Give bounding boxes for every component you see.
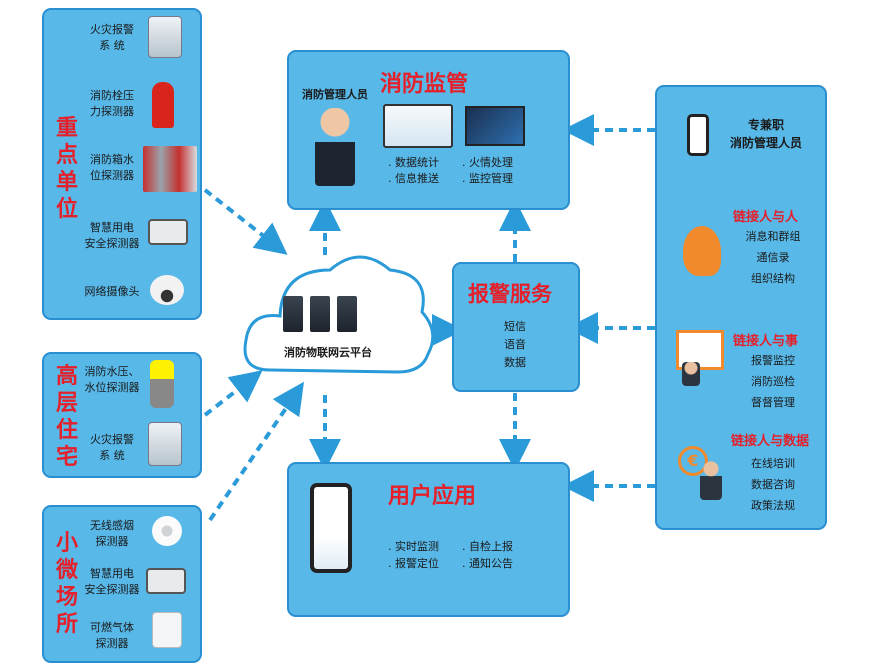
alarm-item: 数据 (504, 356, 526, 369)
device-label: 网络摄像头 (84, 285, 140, 298)
section-item: 组织结构 (751, 272, 795, 285)
arrow-group3-to-cloud (208, 381, 304, 522)
section-item: 在线培训 (751, 457, 795, 470)
user-app-feature: . 实时监测 (388, 540, 439, 553)
section-item: 政策法规 (751, 499, 795, 512)
businessman-icon (700, 460, 722, 500)
group-small-venues-title: 小微场所 (55, 531, 78, 637)
supervision-feature: . 火情处理 (462, 156, 513, 169)
gas-detector-icon (152, 612, 182, 648)
manager-label: 消防管理人员 (302, 88, 368, 101)
user-app-title: 用户应用 (388, 484, 477, 509)
section-title: 链接人与事 (733, 334, 799, 349)
arrow-group1-to-cloud (203, 188, 288, 255)
devices-screen-icon (383, 104, 453, 148)
user-app-feature: . 通知公告 (462, 557, 513, 570)
presenter-icon (682, 362, 700, 386)
supervision-feature: . 数据统计 (388, 156, 439, 169)
manager-avatar-icon (315, 108, 355, 186)
alarm-item: 语音 (504, 338, 526, 351)
device-label: 消防水压、 水位探测器 (84, 365, 140, 394)
device-label: 智慧用电 安全探测器 (84, 221, 140, 250)
user-app-feature: . 自检上报 (462, 540, 513, 553)
group-key-units-title: 重点单位 (55, 116, 78, 222)
pressure-sensor-icon (150, 360, 174, 408)
water-tank-icon (143, 146, 197, 192)
alarm-item: 短信 (504, 320, 526, 333)
phone-icon (687, 114, 709, 156)
device-label: 消防栓压 力探测器 (90, 89, 134, 118)
device-label: 火灾报警 系 统 (90, 433, 134, 462)
section-item: 消防巡检 (751, 375, 795, 388)
section-item: 报警监控 (751, 354, 795, 367)
user-app-feature: . 报警定位 (388, 557, 439, 570)
supervision-feature: . 信息推送 (388, 172, 439, 185)
alarm-title: 报警服务 (468, 282, 552, 306)
section-item: 数据咨询 (751, 478, 795, 491)
server-icon (337, 296, 357, 332)
section-title: 链接人与数据 (731, 434, 810, 449)
alarm-panel-icon (148, 16, 182, 58)
dashboard-screen-icon (465, 106, 525, 146)
server-icon (283, 296, 303, 332)
hydrant-icon (152, 82, 174, 128)
head-network-icon (683, 226, 721, 276)
section-item: 消息和群组 (745, 230, 801, 243)
device-label: 可燃气体 探测器 (90, 621, 134, 650)
right-header: 专兼职 消防管理人员 (729, 118, 802, 150)
smartphone-icon (310, 483, 352, 573)
electric-meter-icon (146, 568, 186, 594)
smoke-detector-icon (152, 516, 182, 546)
section-item: 督督管理 (751, 396, 795, 409)
alarm-panel-icon (148, 422, 182, 466)
group-highrise-title: 高层住宅 (55, 364, 78, 470)
supervision-feature: . 监控管理 (462, 172, 513, 185)
section-item: 通信录 (756, 251, 790, 264)
device-label: 智慧用电 安全探测器 (84, 567, 140, 596)
dome-camera-icon (150, 275, 184, 305)
device-label: 无线感烟 探测器 (90, 519, 134, 548)
cloud-label: 消防物联网云平台 (284, 346, 372, 359)
alarm-service-box (452, 262, 580, 392)
section-title: 链接人与人 (733, 210, 799, 225)
server-icon (310, 296, 330, 332)
device-label: 消防箱水 位探测器 (90, 153, 134, 182)
supervision-title: 消防监管 (380, 72, 469, 97)
device-label: 火灾报警 系 统 (90, 23, 134, 52)
arrow-group2-to-cloud (203, 370, 263, 417)
electric-meter-icon (148, 219, 188, 245)
